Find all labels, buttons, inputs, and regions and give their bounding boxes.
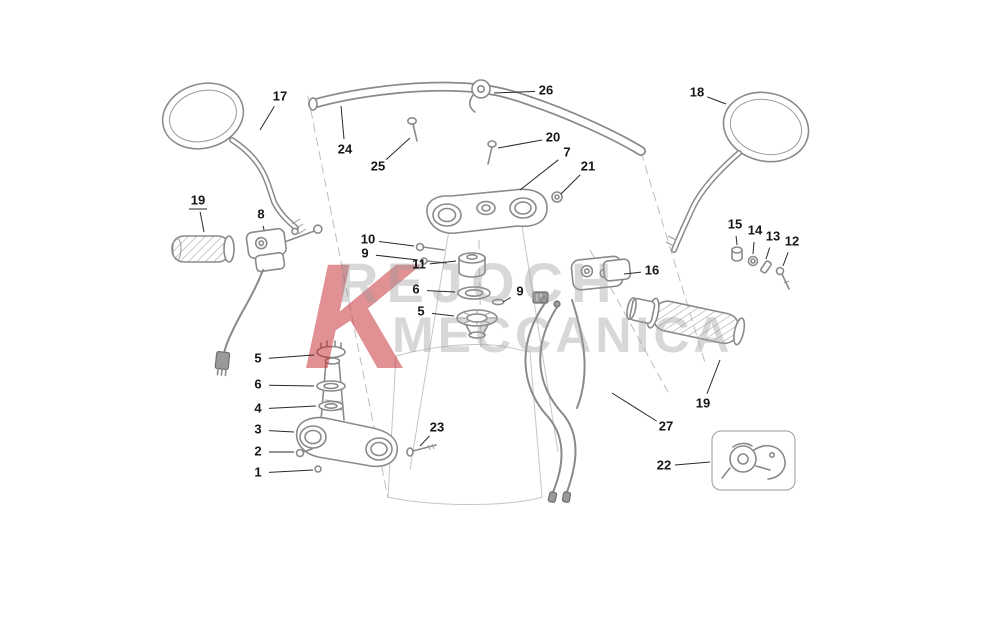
callout-leader-14 (752, 241, 755, 255)
part-callout-1: 1 (254, 464, 261, 479)
callout-leader-16 (623, 271, 642, 275)
part-callout-15: 15 (728, 216, 742, 231)
lower-stem-stack (316, 340, 346, 421)
callout-leader-10 (378, 240, 415, 247)
part-callout-9: 9 (516, 283, 523, 298)
part-callout-19: 19 (191, 192, 205, 207)
part-callout-27: 27 (659, 418, 673, 433)
left-switch-assembly (214, 224, 323, 377)
part-callout-11: 11 (412, 256, 426, 271)
part-callout-13: 13 (766, 228, 780, 243)
part-callout-17: 17 (273, 88, 287, 103)
callout-leader-8 (262, 225, 265, 231)
part-callout-8: 8 (257, 206, 264, 221)
part-callout-26: 26 (539, 82, 553, 97)
part-callout-5: 5 (417, 303, 424, 318)
part-callout-16: 16 (645, 262, 659, 277)
left-mirror (161, 82, 307, 235)
part-callout-3: 3 (254, 421, 261, 436)
part-callout-7: 7 (563, 144, 570, 159)
callout-leader-19 (706, 359, 721, 394)
callout-leader-26 (493, 90, 536, 94)
part-callout-24: 24 (338, 141, 353, 156)
part-callout-2: 2 (254, 443, 261, 458)
part-callout-5: 5 (254, 350, 261, 365)
callout-leader-15 (735, 235, 738, 246)
control-cables (524, 296, 586, 503)
small-fasteners (731, 246, 790, 290)
part-callout-6: 6 (254, 376, 261, 391)
part-callout-4: 4 (254, 400, 262, 415)
callout-leader-13 (765, 247, 771, 260)
callout-leader-3 (268, 430, 295, 433)
part-callout-6: 6 (412, 281, 419, 296)
callout-leader-19 (199, 211, 205, 233)
part-callout-14: 14 (748, 222, 763, 237)
callout-leader-22 (674, 461, 711, 466)
callout-leader-11 (429, 260, 457, 265)
top-triple-clamp (426, 188, 548, 234)
callout-leader-12 (782, 252, 789, 267)
bar-screws (406, 117, 563, 203)
callout-leader-21 (560, 174, 581, 195)
steering-stem-parts (456, 252, 505, 339)
callout-leader-5 (431, 312, 455, 317)
part-callout-20: 20 (546, 129, 560, 144)
callout-leader-9 (375, 254, 419, 261)
part-callout-9: 9 (361, 245, 368, 260)
callout-leader-23 (419, 435, 430, 447)
part-callout-23: 23 (430, 419, 444, 434)
callout-leader-17 (259, 106, 275, 131)
callout-leader-27 (611, 392, 657, 422)
throttle-detail-box (711, 430, 796, 491)
part-callout-12: 12 (785, 233, 799, 248)
handlebar (308, 81, 646, 156)
part-callout-22: 22 (657, 457, 671, 472)
callout-leader-25 (385, 137, 411, 160)
part-callout-25: 25 (371, 158, 385, 173)
callout-leader-5 (268, 354, 315, 359)
lower-triple-clamp (295, 416, 437, 473)
part-callout-21: 21 (581, 158, 595, 173)
left-grip (171, 235, 235, 263)
callout-leader-1 (268, 469, 314, 473)
callout-leader-6 (426, 290, 456, 293)
callout-leader-7 (519, 159, 559, 191)
part-callout-10: 10 (361, 231, 375, 246)
right-switch-assembly (532, 255, 632, 304)
right-mirror (665, 91, 810, 253)
part-callout-18: 18 (690, 84, 704, 99)
callout-leader-4 (268, 405, 317, 409)
callout-leader-24 (340, 105, 345, 140)
right-grip (626, 296, 746, 346)
callout-leader-20 (497, 139, 543, 149)
callout-leader-9 (502, 297, 511, 303)
handlebar-clamp (469, 79, 491, 113)
callout-leader-6 (268, 384, 315, 387)
part-callout-19: 19 (696, 395, 710, 410)
callout-leader-18 (707, 96, 727, 105)
